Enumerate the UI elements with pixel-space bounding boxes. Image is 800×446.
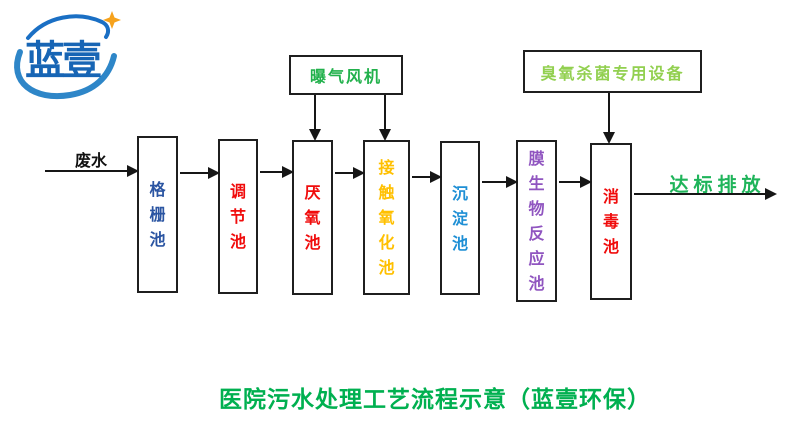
- ozone-to-disinfection-arrow: [603, 93, 615, 144]
- stage-box-anaerobic-pool: 厌氧池: [292, 140, 333, 295]
- stage-label: 格栅池: [149, 180, 166, 249]
- arrowhead-icon: [603, 132, 615, 144]
- arrowhead-icon: [379, 129, 391, 141]
- connector-arrow-2: [260, 166, 294, 178]
- arrowhead-icon: [430, 171, 442, 183]
- logo-text: 蓝壹: [25, 38, 102, 84]
- logo-swoosh-icon: [14, 11, 121, 100]
- stage-label: 消毒池: [602, 187, 619, 256]
- arrowhead-icon: [580, 176, 592, 188]
- output-label: 达标排放: [669, 174, 766, 196]
- stage-box-membrane-bioreactor-pool: 膜生物反应池: [516, 140, 557, 302]
- connector-arrow-5: [482, 176, 518, 188]
- equipment-box-ozone-sterilizer: 臭氧杀菌专用设备: [523, 50, 702, 93]
- logo-star-icon: [103, 11, 121, 29]
- feed-label: 废水: [74, 151, 107, 170]
- connector-arrow-6: [559, 176, 592, 188]
- stage-box-contact-oxidation-pool: 接触氧化池: [363, 140, 410, 295]
- arrowhead-icon: [353, 167, 365, 179]
- arrowhead-icon: [309, 129, 321, 141]
- stage-label: 调节池: [229, 182, 246, 251]
- arrowhead-icon: [282, 166, 294, 178]
- equipment-box-aeration-blower: 曝气风机: [289, 55, 403, 95]
- arrowhead-icon: [127, 165, 139, 177]
- arrowhead-icon: [765, 188, 777, 200]
- stage-box-regulating-pool: 调节池: [218, 139, 258, 294]
- blower-to-anaerobic-arrow: [309, 95, 321, 141]
- feed-arrow: [45, 165, 139, 177]
- stage-box-grid-pool: 格栅池: [137, 136, 178, 293]
- stage-box-disinfection-pool: 消毒池: [590, 143, 632, 300]
- diagram-title: 医院污水处理工艺流程示意（蓝壹环保）: [219, 387, 651, 413]
- stage-box-sedimentation-pool: 沉淀池: [440, 141, 480, 295]
- company-logo: 蓝壹: [8, 6, 122, 104]
- connector-arrow-1: [180, 167, 220, 179]
- stage-label: 接触氧化池: [378, 158, 395, 277]
- arrowhead-icon: [506, 176, 518, 188]
- stage-label: 厌氧池: [304, 183, 321, 252]
- connector-arrow-4: [412, 171, 442, 183]
- output-arrow: [634, 188, 777, 200]
- blower-to-oxidation-arrow: [379, 95, 391, 141]
- stage-label: 膜生物反应池: [528, 149, 545, 293]
- stage-label: 沉淀池: [451, 183, 468, 253]
- connector-arrow-3: [335, 167, 365, 179]
- arrowhead-icon: [208, 167, 220, 179]
